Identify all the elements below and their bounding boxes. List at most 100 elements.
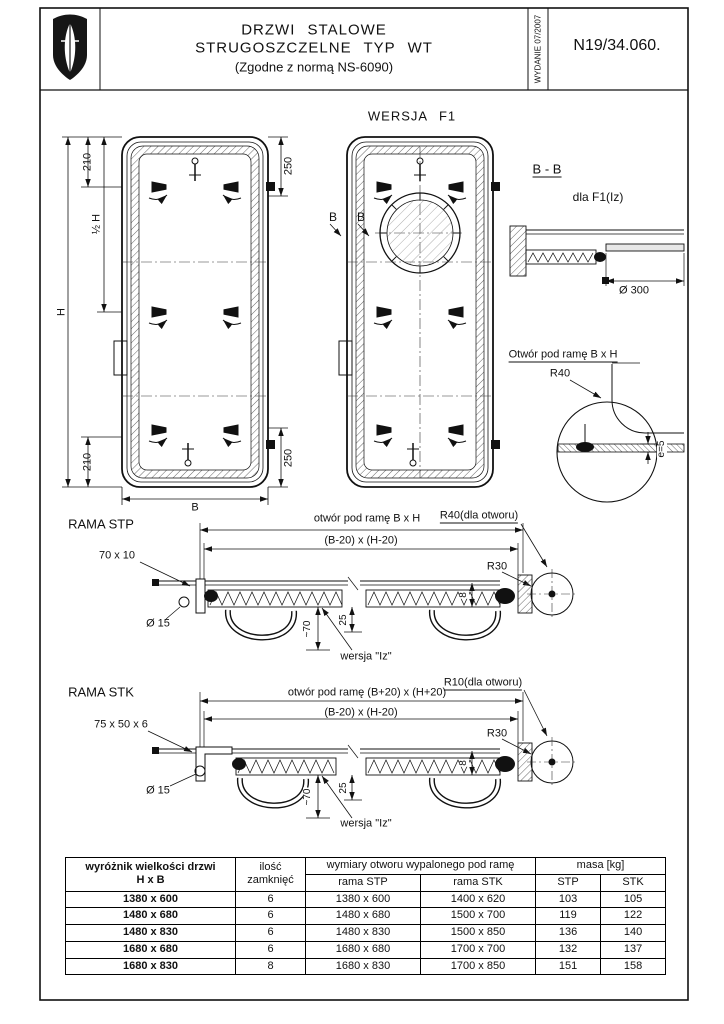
edition-text: WYDANIE 07/2007 bbox=[533, 14, 543, 84]
section-mark-b-left: B bbox=[328, 210, 338, 224]
cell-locks: 6 bbox=[235, 940, 306, 959]
cell-size: 1680 x 680 bbox=[65, 940, 236, 959]
stk-iz-note: wersja "Iz" bbox=[340, 817, 392, 830]
stk-d8: 8 bbox=[458, 759, 469, 767]
cell-size: 1480 x 830 bbox=[65, 924, 236, 942]
size-table: wyróżnik wielkości drzwi H x B ilość zam… bbox=[65, 857, 667, 976]
cell-mass-stk: 105 bbox=[600, 890, 667, 909]
cell-mass-stk: 158 bbox=[600, 957, 667, 976]
section-bb-title: B - B bbox=[532, 161, 562, 178]
opening-corner-detail bbox=[556, 362, 685, 503]
stp-d8: 8 bbox=[458, 591, 469, 599]
dim-250-top: 250 bbox=[282, 156, 295, 176]
dim-210-bottom: 210 bbox=[81, 452, 94, 472]
col-header-locks-line1: ilość bbox=[259, 860, 282, 873]
stk-dia15: Ø 15 bbox=[146, 784, 170, 797]
front-view-dimensions bbox=[62, 136, 370, 505]
table-row: 1680 x 680 6 1680 x 680 1700 x 700 132 1… bbox=[65, 940, 667, 959]
rama-stp-drawing bbox=[139, 523, 577, 651]
cell-opening-stp: 1680 x 830 bbox=[305, 957, 421, 976]
stk-profile: 75 x 50 x 6 bbox=[94, 718, 148, 731]
dim-half-h: ½ H bbox=[90, 213, 103, 235]
dim-h: H bbox=[55, 308, 68, 316]
dim-210-top: 210 bbox=[81, 152, 94, 172]
stk-r10-note: R10(dla otworu) bbox=[443, 676, 523, 691]
stp-r40-note: R40(dla otworu) bbox=[439, 509, 519, 524]
porthole bbox=[379, 192, 461, 274]
cell-mass-stp: 136 bbox=[535, 924, 602, 942]
section-bb-subtitle: dla F1(Iz) bbox=[572, 190, 624, 204]
stp-dia15: Ø 15 bbox=[146, 617, 170, 630]
stk-d25: 25 bbox=[338, 781, 349, 795]
col-header-locks: ilość zamknięć bbox=[235, 857, 306, 892]
col-header-stp: STP bbox=[535, 873, 602, 892]
cell-locks: 6 bbox=[235, 924, 306, 942]
stp-inner-dim: (B-20) x (H-20) bbox=[324, 534, 398, 547]
col-header-size-line1: wyróżnik wielkości drzwi bbox=[85, 860, 216, 873]
dim-b: B bbox=[191, 501, 199, 514]
col-header-opening: wymiary otworu wypalonego pod ramę bbox=[304, 857, 537, 875]
rama-stk-drawing bbox=[147, 689, 577, 819]
stk-opening-dim: otwór pod ramę (B+20) x (H+20) bbox=[287, 686, 447, 699]
cell-opening-stk: 1500 x 850 bbox=[419, 924, 537, 942]
logo bbox=[53, 14, 87, 80]
door-front-view-f1 bbox=[338, 136, 500, 488]
cell-size: 1680 x 830 bbox=[65, 957, 236, 976]
stk-inner-dim: (B-20) x (H-20) bbox=[324, 706, 398, 719]
cell-locks: 6 bbox=[235, 890, 306, 909]
table-row: 1380 x 600 6 1380 x 600 1400 x 620 103 1… bbox=[65, 890, 667, 909]
table-row: 1480 x 680 6 1480 x 680 1500 x 700 119 1… bbox=[65, 907, 667, 925]
stp-d25: 25 bbox=[338, 613, 349, 627]
cell-opening-stp: 1480 x 830 bbox=[305, 924, 421, 942]
col-header-locks-line2: zamknięć bbox=[247, 874, 294, 887]
cell-mass-stp: 151 bbox=[535, 957, 602, 976]
col-header-mass: masa [kg] bbox=[535, 857, 667, 875]
stp-profile: 70 x 10 bbox=[98, 549, 136, 562]
section-mark-b-right: B bbox=[356, 210, 366, 224]
cell-locks: 8 bbox=[235, 957, 306, 976]
col-header-rama-stk: rama STK bbox=[419, 873, 537, 892]
sheet-frame bbox=[39, 7, 689, 1001]
opening-label: Otwór pod ramę B x H bbox=[508, 348, 618, 363]
cell-mass-stk: 137 bbox=[600, 940, 667, 959]
stp-opening-dim: otwór pod ramę B x H bbox=[313, 512, 421, 525]
section-bb-drawing bbox=[509, 225, 685, 286]
dim-250-bottom: 250 bbox=[282, 448, 295, 468]
rama-stp-title: RAMA STP bbox=[68, 516, 134, 532]
table-header-row-1: wyróżnik wielkości drzwi H x B ilość zam… bbox=[65, 857, 667, 892]
stp-d70: ~70 bbox=[302, 619, 313, 639]
doc-title-line1: DRZWI STALOWE bbox=[241, 21, 387, 39]
stk-r30: R30 bbox=[486, 727, 508, 740]
version-title: WERSJA F1 bbox=[367, 108, 457, 124]
table-row: 1680 x 830 8 1680 x 830 1700 x 850 151 1… bbox=[65, 957, 667, 976]
doc-number: N19/34.060. bbox=[573, 37, 661, 54]
cell-mass-stk: 140 bbox=[600, 924, 667, 942]
cell-size: 1380 x 600 bbox=[65, 890, 236, 909]
cell-locks: 6 bbox=[235, 907, 306, 925]
stp-iz-note: wersja "Iz" bbox=[340, 650, 392, 663]
cell-opening-stk: 1700 x 700 bbox=[419, 940, 537, 959]
cell-mass-stp: 132 bbox=[535, 940, 602, 959]
stk-d70: ~70 bbox=[302, 787, 313, 807]
table-row: 1480 x 830 6 1480 x 830 1500 x 850 136 1… bbox=[65, 924, 667, 942]
col-header-stk: STK bbox=[600, 873, 667, 892]
col-header-size-line2: H x B bbox=[136, 874, 165, 887]
doc-title-line3: (Zgodne z normą NS-6090) bbox=[234, 59, 394, 75]
cell-opening-stp: 1680 x 680 bbox=[305, 940, 421, 959]
doc-title-line2: STRUGOSZCZELNE TYP WT bbox=[195, 39, 433, 57]
cell-opening-stk: 1500 x 700 bbox=[419, 907, 537, 925]
cell-opening-stk: 1700 x 850 bbox=[419, 957, 537, 976]
rama-stk-title: RAMA STK bbox=[68, 684, 134, 700]
cell-opening-stk: 1400 x 620 bbox=[419, 890, 537, 909]
col-header-size: wyróżnik wielkości drzwi H x B bbox=[65, 857, 236, 892]
cell-mass-stk: 122 bbox=[600, 907, 667, 925]
r40-label: R40 bbox=[549, 367, 571, 380]
stp-r30: R30 bbox=[486, 560, 508, 573]
cell-mass-stp: 103 bbox=[535, 890, 602, 909]
door-front-view-left bbox=[113, 136, 275, 488]
dia-300-label: Ø 300 bbox=[619, 284, 649, 297]
cell-opening-stp: 1480 x 680 bbox=[305, 907, 421, 925]
e5-label: e=5 bbox=[656, 439, 667, 459]
